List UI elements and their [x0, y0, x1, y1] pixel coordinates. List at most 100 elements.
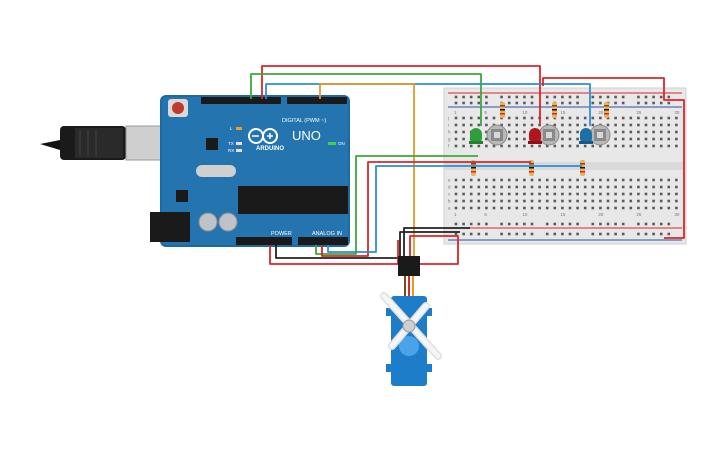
breadboard-hole[interactable]	[545, 95, 549, 99]
breadboard-hole[interactable]	[652, 101, 655, 105]
breadboard-hole[interactable]	[599, 222, 602, 226]
breadboard-hole[interactable]	[667, 199, 671, 203]
breadboard-hole[interactable]	[675, 199, 678, 203]
breadboard-hole[interactable]	[667, 232, 671, 236]
breadboard-hole[interactable]	[652, 123, 655, 127]
breadboard-hole[interactable]	[591, 95, 595, 99]
breadboard-hole[interactable]	[485, 185, 488, 189]
breadboard-hole[interactable]	[629, 178, 633, 182]
breadboard-hole[interactable]	[454, 222, 458, 226]
breadboard-hole[interactable]	[492, 116, 496, 120]
breadboard-hole[interactable]	[614, 178, 617, 182]
breadboard-hole[interactable]	[599, 192, 602, 196]
breadboard-hole[interactable]	[530, 232, 534, 236]
breadboard-hole[interactable]	[576, 222, 579, 226]
breadboard-hole[interactable]	[545, 101, 549, 105]
photoresistor-2[interactable]	[538, 124, 560, 146]
breadboard-hole[interactable]	[606, 232, 610, 236]
breadboard-hole[interactable]	[485, 206, 488, 210]
breadboard-hole[interactable]	[667, 130, 671, 134]
breadboard-hole[interactable]	[477, 206, 481, 210]
breadboard-hole[interactable]	[545, 206, 549, 210]
breadboard-hole[interactable]	[462, 192, 465, 196]
breadboard-hole[interactable]	[568, 95, 572, 99]
breadboard-hole[interactable]	[644, 192, 648, 196]
arduino-uno-board[interactable]: ARDUINO UNO DIGITAL (PWM ~) POWER ANALOG…	[150, 95, 350, 247]
breadboard-hole[interactable]	[644, 123, 648, 127]
breadboard-hole[interactable]	[614, 116, 617, 120]
breadboard-hole[interactable]	[492, 199, 496, 203]
breadboard-hole[interactable]	[454, 101, 458, 105]
breadboard-hole[interactable]	[462, 199, 465, 203]
breadboard-hole[interactable]	[637, 192, 640, 196]
breadboard-hole[interactable]	[515, 192, 519, 196]
breadboard-hole[interactable]	[576, 101, 579, 105]
breadboard-hole[interactable]	[659, 178, 663, 182]
breadboard-hole[interactable]	[507, 137, 511, 141]
resistor-bottom-3[interactable]	[580, 160, 585, 176]
wire-blue-top[interactable]	[265, 83, 591, 126]
breadboard-hole[interactable]	[659, 130, 663, 134]
breadboard-hole[interactable]	[477, 232, 481, 236]
breadboard-hole[interactable]	[652, 232, 655, 236]
breadboard-hole[interactable]	[637, 101, 640, 105]
breadboard-hole[interactable]	[583, 206, 587, 210]
breadboard-hole[interactable]	[591, 206, 595, 210]
breadboard-hole[interactable]	[500, 192, 503, 196]
breadboard-hole[interactable]	[614, 144, 617, 148]
breadboard-hole[interactable]	[637, 199, 640, 203]
breadboard-hole[interactable]	[515, 123, 519, 127]
breadboard-hole[interactable]	[545, 185, 549, 189]
breadboard-hole[interactable]	[507, 185, 511, 189]
breadboard-hole[interactable]	[652, 222, 655, 226]
wire-black-servo[interactable]	[403, 227, 470, 256]
breadboard-hole[interactable]	[652, 95, 655, 99]
breadboard-hole[interactable]	[659, 101, 663, 105]
breadboard-hole[interactable]	[469, 185, 473, 189]
breadboard-hole[interactable]	[462, 116, 465, 120]
breadboard-hole[interactable]	[644, 185, 648, 189]
wire-blue-analog[interactable]	[327, 165, 582, 253]
breadboard-hole[interactable]	[492, 192, 496, 196]
breadboard-hole[interactable]	[477, 199, 481, 203]
breadboard-hole[interactable]	[523, 232, 526, 236]
breadboard-hole[interactable]	[462, 178, 465, 182]
breadboard-hole[interactable]	[553, 192, 557, 196]
breadboard-hole[interactable]	[659, 116, 663, 120]
resistor-top-2[interactable]	[552, 102, 557, 118]
breadboard-hole[interactable]	[568, 222, 572, 226]
breadboard-hole[interactable]	[469, 116, 473, 120]
breadboard-hole[interactable]	[629, 199, 633, 203]
breadboard-hole[interactable]	[644, 206, 648, 210]
breadboard-hole[interactable]	[462, 137, 465, 141]
breadboard-hole[interactable]	[583, 116, 587, 120]
wire-red-servo[interactable]	[409, 235, 459, 265]
breadboard-hole[interactable]	[621, 185, 625, 189]
breadboard-hole[interactable]	[454, 116, 458, 120]
breadboard-hole[interactable]	[644, 199, 648, 203]
breadboard-hole[interactable]	[599, 199, 602, 203]
breadboard-hole[interactable]	[659, 222, 663, 226]
breadboard-hole[interactable]	[507, 101, 511, 105]
breadboard-hole[interactable]	[500, 116, 503, 120]
breadboard-hole[interactable]	[621, 95, 625, 99]
wire-red-rail[interactable]	[542, 77, 685, 239]
breadboard-hole[interactable]	[599, 144, 602, 148]
breadboard-hole[interactable]	[614, 137, 617, 141]
breadboard-hole[interactable]	[454, 137, 458, 141]
breadboard-hole[interactable]	[462, 95, 465, 99]
breadboard-hole[interactable]	[500, 232, 503, 236]
breadboard-hole[interactable]	[454, 123, 458, 127]
breadboard-hole[interactable]	[568, 130, 572, 134]
breadboard-hole[interactable]	[507, 206, 511, 210]
breadboard-hole[interactable]	[621, 192, 625, 196]
breadboard-hole[interactable]	[568, 178, 572, 182]
breadboard-hole[interactable]	[606, 222, 610, 226]
breadboard-hole[interactable]	[523, 130, 526, 134]
digital-header-right[interactable]	[287, 97, 347, 104]
breadboard-hole[interactable]	[530, 116, 534, 120]
breadboard-hole[interactable]	[485, 123, 488, 127]
breadboard-hole[interactable]	[644, 232, 648, 236]
breadboard-hole[interactable]	[561, 130, 564, 134]
breadboard-hole[interactable]	[515, 95, 519, 99]
